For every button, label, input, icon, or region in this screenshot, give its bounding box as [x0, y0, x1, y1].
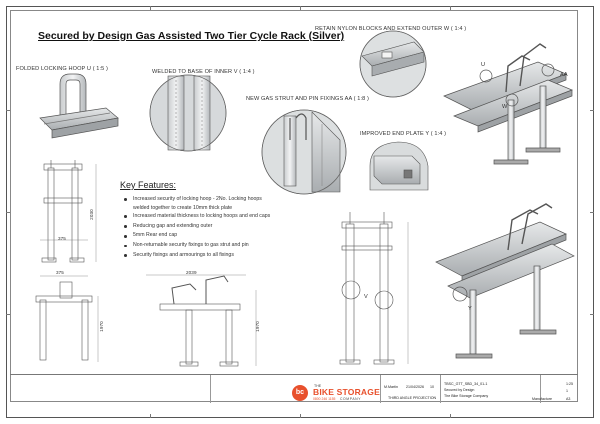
detail-aa-circle [261, 109, 347, 195]
part-number: TBSC_GTT_SBD_34_01-1 [444, 382, 488, 386]
front-elevation [40, 160, 97, 263]
detail-label-y: IMPROVED END PLATE Y ( 1:4 ) [360, 131, 447, 137]
feature-item: Reducing gap and extending outer [124, 222, 270, 232]
feature-item: Security fixings and armourings to all f… [124, 251, 270, 261]
sheet-number: 1 [566, 389, 568, 393]
detail-label-aa: NEW GAS STRUT AND PIN FIXINGS AA ( 1:8 ) [246, 96, 369, 102]
callout-y: Y [468, 306, 472, 312]
drawing-title: Secured by Design Gas Assisted Two Tier … [38, 30, 345, 42]
title-block-notes [210, 375, 290, 403]
callout-w: W [502, 104, 508, 110]
frame-tick [450, 6, 451, 10]
quantity: 10 [430, 385, 434, 389]
key-features-heading: Key Features: [120, 180, 177, 190]
frame-tick [300, 6, 301, 10]
projection: THIRD ANGLE PROJECTION [388, 396, 437, 400]
isometric-view-main [443, 43, 573, 165]
dim-height-top: 2030 [88, 209, 94, 220]
detail-u-locking-hoop [39, 73, 119, 139]
company-logo-icon: bc [292, 385, 308, 401]
key-features-list: Increased security of locking hoop - 2No… [124, 195, 270, 261]
frame-tick [150, 6, 151, 10]
title-block-drawn [380, 375, 440, 403]
title-block-part [440, 375, 540, 403]
side-elevation-small [35, 275, 99, 362]
side-elevation-long [146, 274, 257, 367]
callout-aa: AA [560, 72, 568, 78]
feature-item: Increased security of locking hoop - 2No… [124, 195, 270, 212]
logo-company: COMPANY [340, 397, 362, 401]
finish: Manufacture [532, 397, 552, 401]
title-block [10, 374, 578, 403]
detail-label-w: RETAIN NYLON BLOCKS AND EXTEND OUTER W (… [315, 26, 467, 32]
dim-height-plan: 1970 [98, 321, 104, 332]
detail-label-u: FOLDED LOCKING HOOP U ( 1:5 ) [16, 66, 109, 72]
frame-tick [150, 414, 151, 418]
scale: 1:25 [566, 382, 573, 386]
dim-length-side: 2039 [186, 270, 197, 275]
callout-v: V [364, 294, 368, 300]
part-description: Secured by Design [444, 388, 475, 392]
detail-y-end-plate [369, 141, 429, 191]
feature-item: 5mm Rear end cap [124, 231, 270, 241]
frame-tick [450, 414, 451, 418]
feature-item: Increased material thickness to locking … [124, 212, 270, 222]
drawn-date: 21/04/2026 [406, 385, 424, 389]
detail-label-v: WELDED TO BASE OF INNER V ( 1:4 ) [152, 69, 255, 75]
frame-tick [6, 314, 10, 315]
frame-tick [590, 110, 594, 111]
isometric-view-secondary [435, 203, 575, 359]
drawn-by: M.Martin [384, 385, 398, 389]
callout-u: U [481, 62, 486, 68]
dim-width-plan: 375 [56, 270, 64, 275]
frame-tick [6, 212, 10, 213]
drawing-frame [10, 10, 578, 402]
title-block-scale [540, 375, 578, 403]
frame-tick [590, 212, 594, 213]
frame-tick [590, 314, 594, 315]
company-name: The Bike Storage Company [444, 394, 489, 398]
feature-item: Non-returnable security fixings to gas s… [124, 241, 270, 251]
detail-v-circle [149, 74, 227, 152]
dim-height-side: 1970 [254, 321, 260, 332]
paper-size: A3 [566, 397, 571, 401]
dim-width-front: 375 [58, 236, 66, 241]
detail-w-circle [359, 30, 427, 98]
logo-phone: 0800 246 1155 [313, 397, 336, 401]
logo-name: BIKE STORAGE [313, 387, 380, 397]
logo-the: THE [314, 384, 322, 388]
frame-tick [6, 110, 10, 111]
rear-elevation [339, 212, 409, 365]
frame-tick [300, 414, 301, 418]
